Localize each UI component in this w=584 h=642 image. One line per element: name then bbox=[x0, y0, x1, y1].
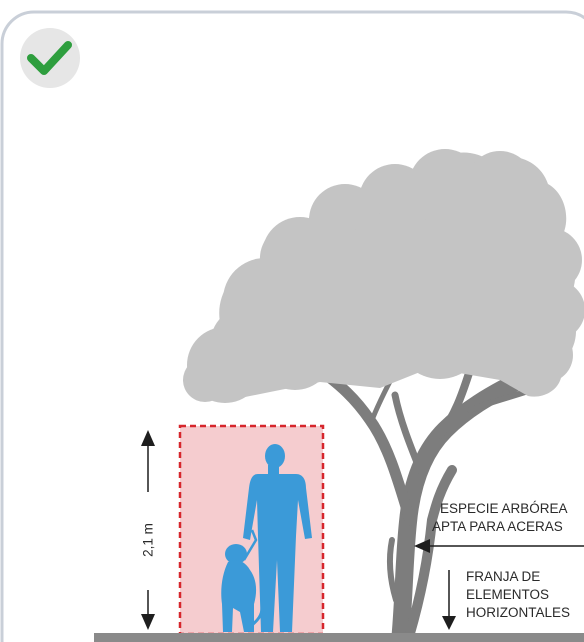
tree-canopy bbox=[183, 149, 584, 403]
strip-label-line-1: FRANJA DE bbox=[466, 568, 540, 585]
strip-label-pointer bbox=[442, 570, 456, 630]
tree-label-pointer bbox=[414, 539, 584, 553]
tree-label-line-2: APTA PARA ACERAS bbox=[432, 518, 563, 535]
check-badge bbox=[20, 28, 80, 88]
strip-label-line-3: HORIZONTALES bbox=[466, 604, 570, 621]
sidewalk-ground bbox=[94, 633, 584, 642]
height-dimension-label: 2,1 m bbox=[141, 523, 156, 557]
tree-label-line-1: ESPECIE ARBÓREA bbox=[440, 500, 568, 517]
strip-label-line-2: ELEMENTOS bbox=[466, 586, 549, 603]
